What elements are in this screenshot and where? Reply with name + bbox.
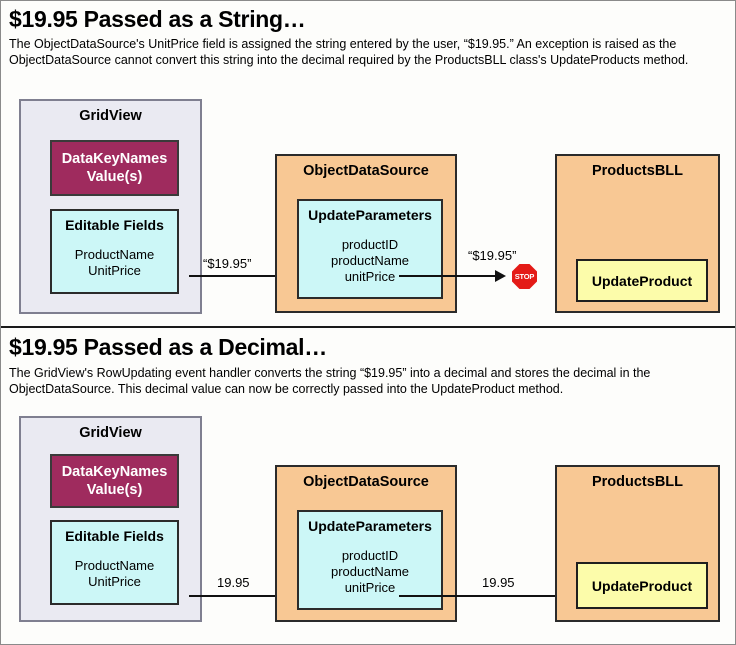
updateparameters-title-1: UpdateParameters <box>308 207 432 223</box>
editable-fields-box-2: Editable Fields ProductName UnitPrice <box>50 520 179 605</box>
datakeynames-box-1: DataKeyNames Value(s) <box>50 140 179 196</box>
arrow-label-2-1: 19.95 <box>217 575 250 590</box>
updateparam-unitprice-2: unitPrice <box>344 580 396 595</box>
updateparameters-box-1: UpdateParameters productID productName u… <box>297 199 443 299</box>
section-decimal-case: $19.95 Passed as a Decimal… The GridView… <box>1 326 735 644</box>
editable-field-productname-1: ProductName <box>74 247 155 262</box>
section-string-case: $19.95 Passed as a String… The ObjectDat… <box>1 1 735 326</box>
updateproduct-box-2: UpdateProduct <box>576 562 708 609</box>
arrow-label-1-1: “$19.95” <box>203 256 252 271</box>
editable-fields-title-1: Editable Fields <box>65 217 164 233</box>
editable-field-productname-2: ProductName <box>74 558 155 573</box>
objectdatasource-box-1: ObjectDataSource UpdateParameters produc… <box>275 154 457 313</box>
datakeynames-line2-2: Value(s) <box>86 482 143 498</box>
editable-field-unitprice-1: UnitPrice <box>88 263 141 278</box>
updateparam-productname-2: productName <box>330 564 410 579</box>
stop-sign-label: STOP <box>514 271 535 281</box>
objectdatasource-box-2: ObjectDataSource UpdateParameters produc… <box>275 465 457 622</box>
gridview-title-2: GridView <box>79 425 142 441</box>
productsbll-title-2: ProductsBLL <box>591 474 684 490</box>
editable-fields-box-1: Editable Fields ProductName UnitPrice <box>50 209 179 294</box>
section-1-description: The ObjectDataSource's UnitPrice field i… <box>9 37 689 67</box>
productsbll-title-1: ProductsBLL <box>591 163 684 179</box>
productsbll-box-2: ProductsBLL UpdateProduct <box>555 465 720 622</box>
updateparam-productid-1: productID <box>341 237 399 252</box>
section-2-description: The GridView's RowUpdating event handler… <box>9 366 651 396</box>
arrow-label-1-2: “$19.95” <box>468 248 517 263</box>
updateparam-productid-2: productID <box>341 548 399 563</box>
productsbll-box-1: ProductsBLL UpdateProduct <box>555 154 720 313</box>
datakeynames-line2-1: Value(s) <box>86 169 143 185</box>
updateproduct-label-2: UpdateProduct <box>591 577 693 594</box>
arrow-label-2-2: 19.95 <box>482 575 515 590</box>
updateproduct-label-1: UpdateProduct <box>591 272 693 289</box>
section-2-title: $19.95 Passed as a Decimal… <box>9 334 327 360</box>
updateproduct-box-1: UpdateProduct <box>576 259 708 302</box>
gridview-box-1: GridView DataKeyNames Value(s) Editable … <box>19 99 202 314</box>
updateparameters-box-2: UpdateParameters productID productName u… <box>297 510 443 610</box>
gridview-box-2: GridView DataKeyNames Value(s) Editable … <box>19 416 202 622</box>
updateparameters-title-2: UpdateParameters <box>308 518 432 534</box>
datakeynames-line1-2: DataKeyNames <box>61 464 168 480</box>
editable-fields-title-2: Editable Fields <box>65 528 164 544</box>
datakeynames-line1-1: DataKeyNames <box>61 151 168 167</box>
updateparam-unitprice-1: unitPrice <box>344 269 396 284</box>
arrow-line-2-2 <box>399 595 559 597</box>
gridview-title-1: GridView <box>79 108 142 124</box>
objectdatasource-title-2: ObjectDataSource <box>303 474 429 490</box>
arrow-line-1-1 <box>189 275 311 277</box>
datakeynames-box-2: DataKeyNames Value(s) <box>50 454 179 508</box>
arrow-line-2-1 <box>189 595 311 597</box>
objectdatasource-title-1: ObjectDataSource <box>303 163 429 179</box>
arrow-line-1-2 <box>399 275 497 277</box>
editable-field-unitprice-2: UnitPrice <box>88 574 141 589</box>
arrow-head-1-2 <box>495 270 506 282</box>
updateparam-productname-1: productName <box>330 253 410 268</box>
section-1-title: $19.95 Passed as a String… <box>9 6 306 32</box>
stop-sign-icon: STOP <box>512 264 537 289</box>
